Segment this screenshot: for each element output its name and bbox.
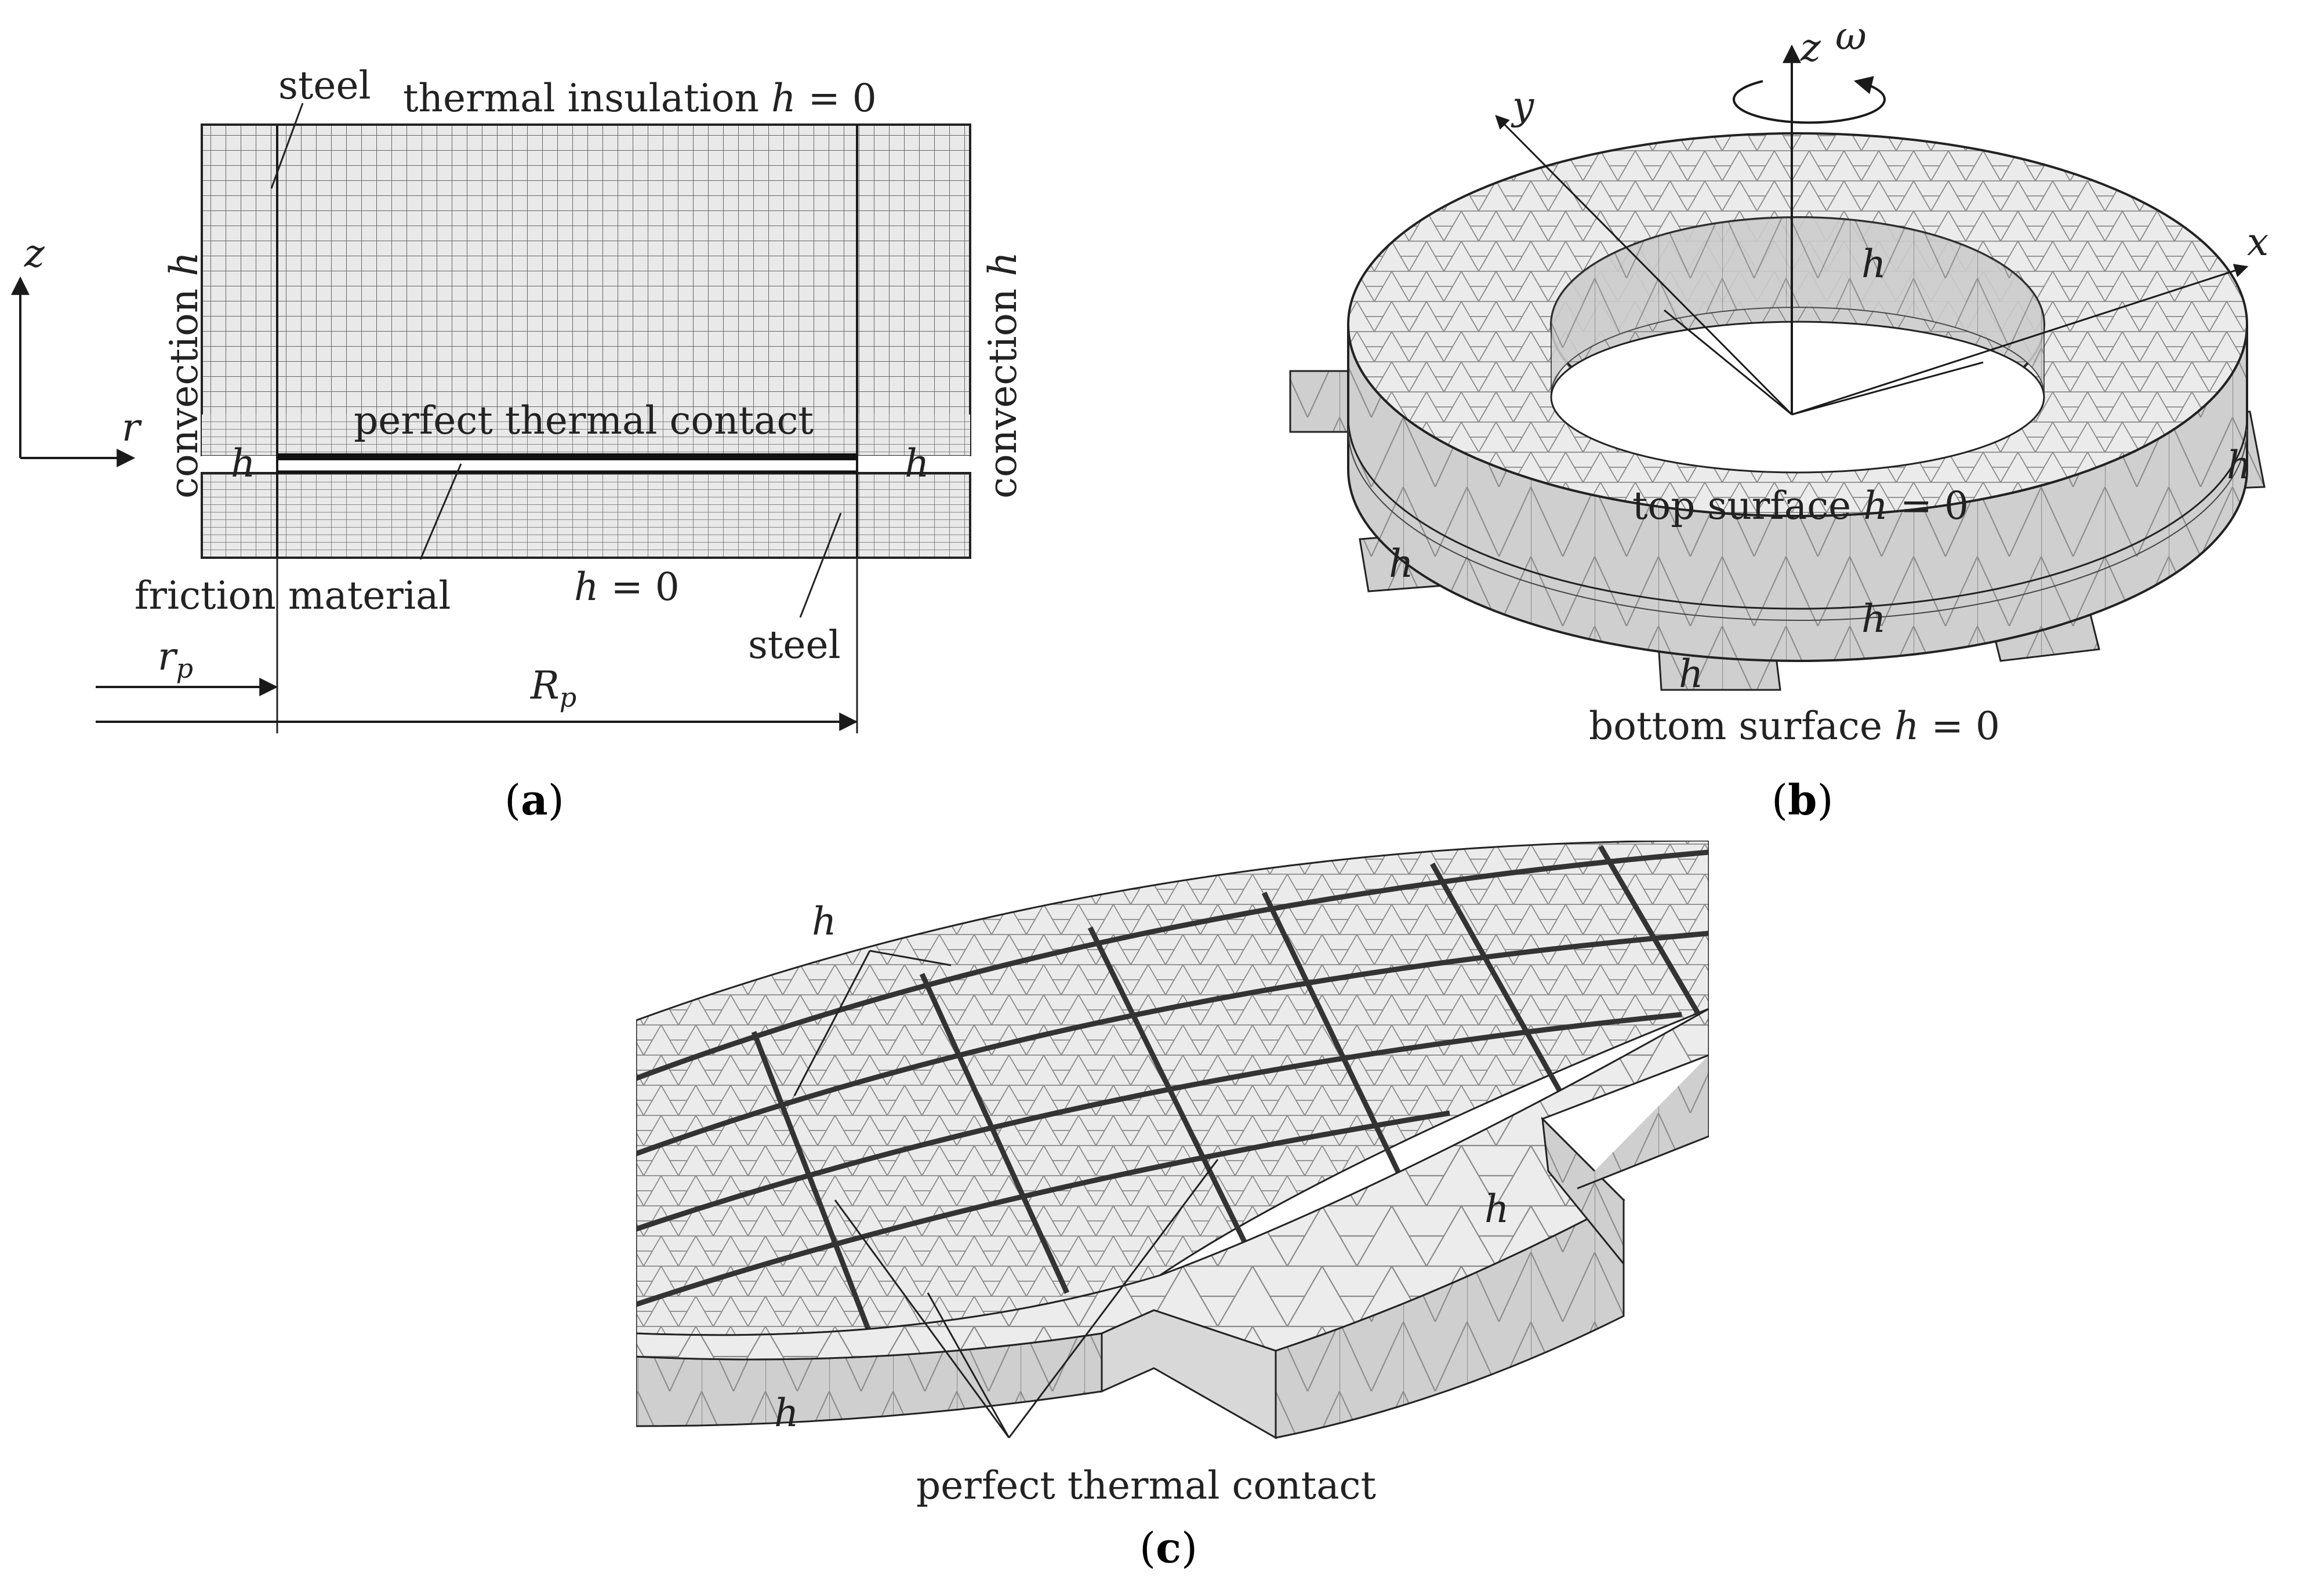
panel-a: steel thermal insulation h = 0 z r conve… — [11, 63, 1025, 824]
rotation-arrow-icon — [1733, 76, 1886, 124]
left-gap — [202, 456, 276, 473]
panel-b: z ω y x h h h h h top surface h = 0 bott… — [1289, 14, 2268, 824]
label-R-p: Rp — [530, 663, 576, 713]
caption-b: (b) — [1772, 775, 1834, 824]
label-thermal-insulation: thermal insulation h = 0 — [403, 76, 877, 121]
panel-c: h h h perfect thermal contact (c) — [636, 841, 1709, 1572]
label-perfect-contact-c: perfect thermal contact — [916, 1463, 1376, 1508]
label-perfect-contact-a: perfect thermal contact — [354, 398, 814, 443]
label-h-c-bottom: h — [774, 1391, 799, 1435]
label-h-b-bottom-tab: h — [1679, 652, 1704, 696]
label-axis-z: z — [24, 231, 45, 276]
label-h-c-top: h — [812, 899, 837, 944]
label-steel-top: steel — [278, 63, 371, 108]
label-convection-right: convection h — [981, 252, 1025, 499]
label-h-b-right-tab: h — [2227, 443, 2252, 488]
label-h-c-right: h — [1484, 1187, 1509, 1231]
steel-plate-mesh — [201, 123, 971, 456]
caption-a: (a) — [504, 775, 564, 824]
tab — [1289, 370, 1358, 433]
label-convection-left: convection h — [162, 252, 206, 499]
label-h-b-left-tab: h — [1389, 541, 1414, 586]
label-axis-y: y — [1511, 83, 1534, 128]
caption-c: (c) — [1139, 1523, 1197, 1572]
label-axis-x: x — [2247, 220, 2268, 264]
label-omega: ω — [1835, 14, 1867, 59]
lower-mesh — [201, 472, 971, 559]
label-axis-z-b: z — [1800, 26, 1821, 70]
label-top-surface: top surface h = 0 — [1632, 483, 1969, 528]
label-r-p: rp — [158, 634, 193, 684]
plate-side-right — [1275, 1198, 1625, 1439]
label-h-b-side: h — [1861, 597, 1886, 641]
label-friction-material: friction material — [135, 573, 451, 618]
steel-plate-interface-band — [202, 415, 970, 455]
label-axis-r: r — [122, 405, 142, 450]
groove-grid — [636, 845, 1709, 1335]
label-h-zero-bottom: h = 0 — [574, 565, 680, 609]
label-bottom-surface: bottom surface h = 0 — [1589, 704, 2000, 748]
label-h-left: h — [231, 441, 256, 486]
label-h-right: h — [905, 441, 930, 486]
label-h-b-inner: h — [1861, 242, 1886, 286]
label-steel-bottom: steel — [748, 623, 841, 667]
right-gap — [857, 456, 970, 473]
